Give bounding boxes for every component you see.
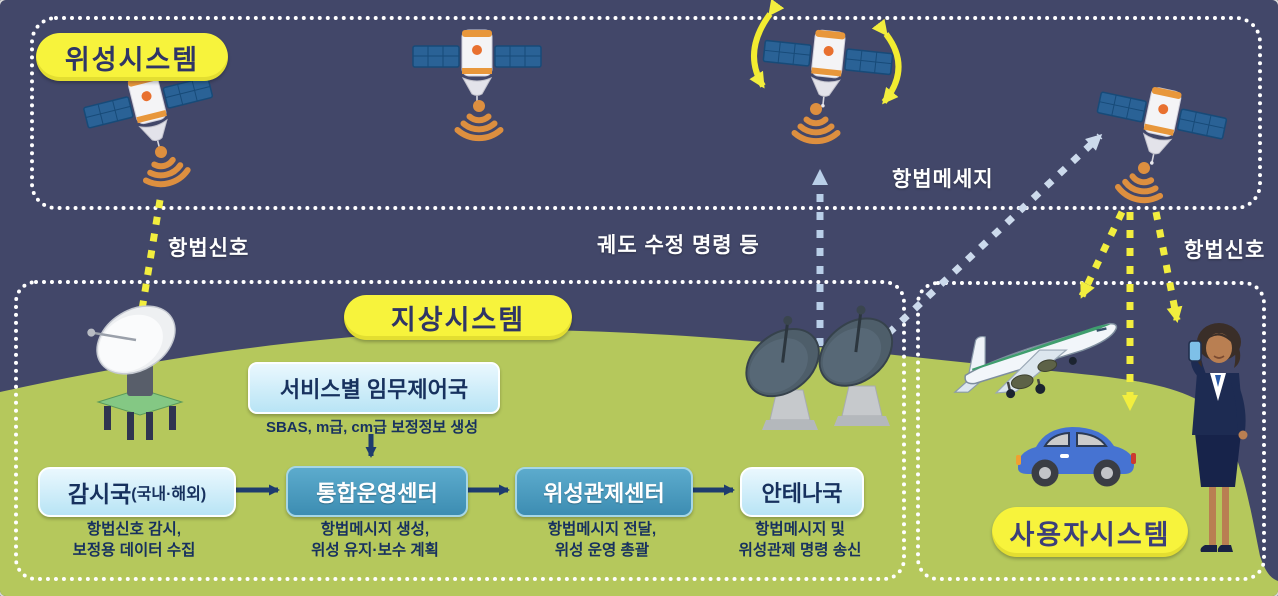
monitoring-station-box: 감시국(국내·해외) <box>38 467 236 517</box>
desc-line: 위성 유지·보수 계획 <box>311 541 439 559</box>
signal-waves-icon <box>795 103 838 141</box>
mission-control-label: 서비스별 임무제어국 <box>279 377 469 402</box>
nav-signal-right-label: 항법신호 <box>1184 239 1266 262</box>
satellite-icon <box>758 23 896 116</box>
satellite-system-zone <box>30 16 1262 210</box>
orbit-command-label: 궤도 수정 명령 등 <box>597 234 760 257</box>
ground-system-zone <box>14 280 906 581</box>
antenna-station-desc: 항법메시지 및 위성관제 명령 송신 <box>690 520 910 562</box>
mission-control-note: SBAS, m급, cm급 보정정보 생성 <box>265 419 479 436</box>
satellite-system-title: 위성시스템 <box>36 33 228 81</box>
user-with-phone-icon <box>1188 323 1248 552</box>
desc-line: 항법메시지 생성, <box>320 521 430 538</box>
desc-line: 위성 운영 총괄 <box>554 541 650 559</box>
mission-control-box: 서비스별 임무제어국 <box>248 362 500 414</box>
flow-arrows <box>234 434 735 496</box>
satellite-icon <box>412 29 542 108</box>
signal-waves-icon <box>458 100 501 138</box>
satellite-control-center-desc: 항법메시지 전달, 위성 운영 총괄 <box>492 520 712 562</box>
satellite-control-center-label: 위성관제센터 <box>543 481 665 506</box>
satellite-icon <box>1088 75 1231 179</box>
dual-dish-antenna-icon <box>745 305 894 430</box>
nav-signal-left-label: 항법신호 <box>168 237 250 260</box>
nav-signal-arrows-to-users <box>1078 210 1183 411</box>
signal-waves-icon <box>1116 158 1166 204</box>
monitoring-station-desc: 항법신호 감시, 보정용 데이터 수집 <box>24 520 244 562</box>
desc-line: 위성관제 명령 송신 <box>738 541 862 559</box>
user-system-title: 사용자시스템 <box>992 507 1188 557</box>
rotation-arrow-icon <box>749 0 902 105</box>
desc-line: 항법메시지 전달, <box>547 521 657 538</box>
dish-antenna-icon <box>87 305 184 440</box>
desc-line: 항법메시지 및 <box>755 521 845 538</box>
airplane-icon <box>953 322 1118 399</box>
desc-line: 항법신호 감시, <box>86 521 182 538</box>
ground-system-label: 지상시스템 <box>390 305 526 335</box>
monitoring-station-label: 감시국 <box>67 481 132 507</box>
monitoring-station-suffix: (국내·해외) <box>131 486 207 503</box>
nav-message-label: 항법메세지 <box>892 168 994 191</box>
signal-waves-icon <box>139 141 190 188</box>
integrated-operation-center-label: 통합운영센터 <box>316 480 438 506</box>
integrated-operation-center-box: 통합운영센터 <box>286 466 468 517</box>
nav-message-arrow <box>859 133 1103 361</box>
antenna-station-box: 안테나국 <box>740 467 864 517</box>
satellite-system-label: 위성시스템 <box>64 44 200 75</box>
ground-system-title: 지상시스템 <box>344 295 572 340</box>
satellite-control-center-box: 위성관제센터 <box>515 467 693 517</box>
car-icon <box>1016 427 1136 487</box>
user-system-label: 사용자시스템 <box>1009 519 1171 550</box>
antenna-station-label: 안테나국 <box>761 481 843 506</box>
integrated-operation-center-desc: 항법메시지 생성, 위성 유지·보수 계획 <box>265 520 485 562</box>
desc-line: 보정용 데이터 수집 <box>72 541 196 559</box>
